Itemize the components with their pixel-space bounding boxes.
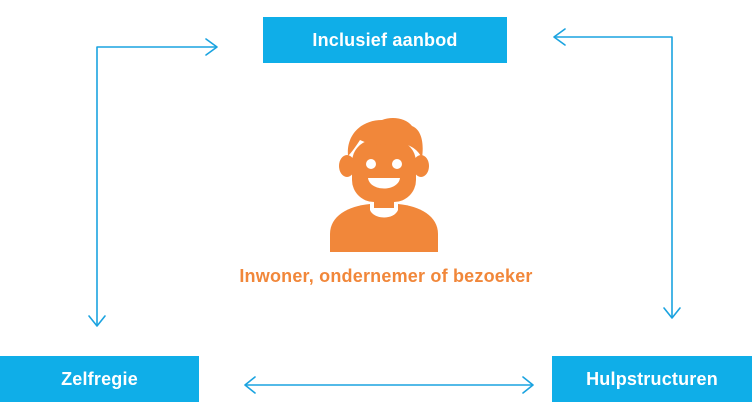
arrowhead-right-top (553, 28, 566, 46)
center-label: Inwoner, ondernemer of bezoeker (239, 266, 533, 286)
person-ear-left (339, 155, 355, 177)
node-inclusief-aanbod-label: Inclusief aanbod (312, 30, 458, 50)
person-torso (330, 204, 438, 252)
node-hulpstructuren: Hulpstructuren (552, 356, 752, 402)
arrowhead-left-bottom (88, 315, 106, 327)
connector-right-line (555, 36, 673, 318)
node-hulpstructuren-label: Hulpstructuren (586, 369, 718, 389)
person-icon (330, 118, 438, 252)
connector-left-line (96, 46, 217, 326)
person-mouth (368, 178, 400, 189)
node-inclusief-aanbod: Inclusief aanbod (263, 17, 507, 63)
person-ear-right (413, 155, 429, 177)
arrowhead-right-bottom (663, 307, 681, 319)
arrowhead-left-top (205, 38, 218, 56)
node-zelfregie: Zelfregie (0, 356, 199, 402)
person-eye-left (366, 159, 376, 169)
arrowhead-bottom-right (522, 376, 534, 394)
person-eye-right (392, 159, 402, 169)
person-head (352, 140, 416, 202)
arrowhead-bottom-left (244, 376, 256, 394)
person-hair (347, 118, 423, 158)
node-zelfregie-label: Zelfregie (61, 369, 138, 389)
